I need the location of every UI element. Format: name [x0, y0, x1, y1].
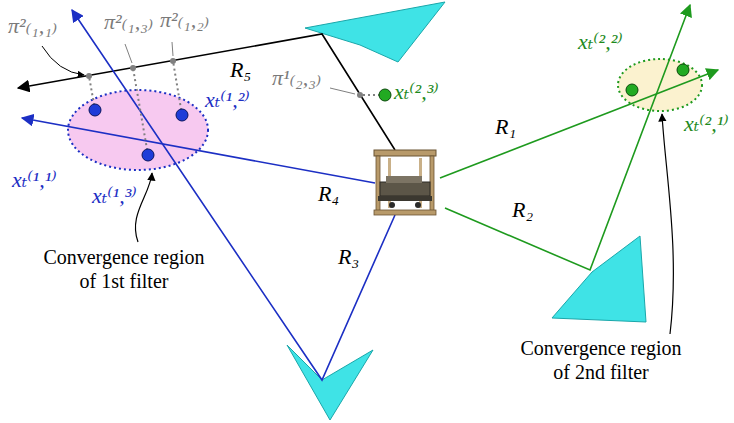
ray: [18, 34, 395, 150]
projection-point: [170, 58, 176, 64]
projection-label: π²₍₁,₂₎: [160, 8, 209, 32]
particle-label: xₜ⁽²,²⁾: [578, 30, 623, 54]
ray-label: R₅: [230, 58, 251, 82]
leader-line: [42, 46, 84, 75]
particle: [677, 64, 689, 76]
ray-label: R₁: [495, 115, 516, 139]
leader-arrow: [662, 114, 673, 334]
leader-arrow: [135, 173, 152, 242]
ray-label: R₂: [512, 198, 533, 222]
particle-label: xₜ⁽²,¹⁾: [684, 112, 729, 136]
projection-label: π²₍₁,₁₎: [8, 14, 57, 38]
ray-label: R₃: [338, 245, 359, 269]
projection-point: [357, 92, 363, 98]
particle: [626, 84, 638, 96]
projection-line: [133, 68, 148, 155]
particle-label: xₜ⁽¹,²⁾: [205, 88, 250, 112]
particle-label: xₜ⁽¹,¹⁾: [12, 168, 57, 192]
projection-label: π¹₍₂,₃₎: [272, 66, 321, 90]
leader-line: [172, 42, 173, 56]
particle: [142, 149, 154, 161]
ray: [445, 5, 690, 270]
region-label: Convergence region of 2nd filter: [515, 336, 687, 384]
projection-point: [130, 65, 136, 71]
particle: [89, 104, 101, 116]
robot-picture: [374, 150, 436, 215]
ray: [440, 70, 718, 178]
obstacle: [552, 236, 646, 322]
leader-line: [125, 44, 132, 63]
particle-label: xₜ⁽¹,³⁾: [92, 184, 137, 208]
particle: [176, 109, 188, 121]
projection-point: [86, 73, 92, 79]
particle-label: xₜ⁽²,³⁾: [394, 80, 439, 104]
leader-line: [330, 88, 355, 94]
particle: [379, 89, 391, 101]
ray: [72, 10, 395, 380]
ray-label: R₄: [318, 182, 339, 206]
ray: [22, 118, 375, 183]
obstacle: [305, 2, 445, 62]
obstacle: [287, 345, 373, 420]
region-label: Convergence region of 1st filter: [38, 245, 210, 293]
projection-line: [173, 61, 182, 115]
projection-label: π²₍₁,₃₎: [104, 10, 153, 34]
